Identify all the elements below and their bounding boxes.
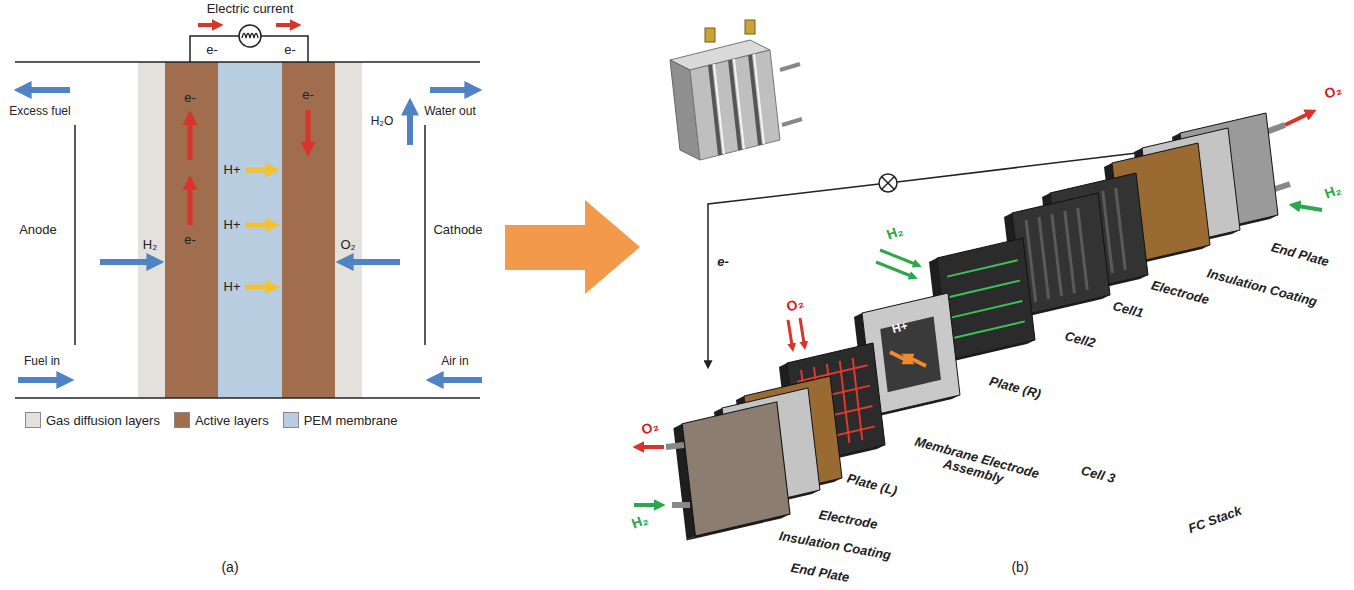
- proton-label: H+: [891, 320, 910, 337]
- legend-text: Active layers: [195, 413, 269, 428]
- gas-label: H₂: [885, 223, 906, 243]
- part-label: End Plate: [790, 561, 851, 585]
- gas-arrows: [634, 114, 1322, 505]
- legend-item: Active layers: [174, 412, 269, 428]
- species-label: O₂: [340, 238, 355, 252]
- electron-label: e-: [302, 88, 314, 102]
- electron-label: e-: [717, 255, 729, 269]
- legend: Gas diffusion layers Active layers PEM mem…: [25, 412, 398, 428]
- flow-arrows: [18, 90, 482, 380]
- group-label: FC Stack: [1186, 504, 1243, 536]
- legend-text: PEM membrane: [304, 413, 398, 428]
- part-label: Insulation Coating: [778, 529, 892, 563]
- part-label: Electrode: [1150, 278, 1211, 307]
- gas-label: H₂: [630, 512, 651, 532]
- part-label: Cell 3: [1079, 464, 1116, 487]
- part-label: Membrane Electrode Assembly: [899, 432, 1051, 498]
- legend-swatch: [25, 412, 41, 428]
- external-circuit: [190, 25, 308, 62]
- legend-item: Gas diffusion layers: [25, 412, 160, 428]
- proton-label: H+: [224, 163, 241, 177]
- gas-label: O₂: [784, 295, 805, 315]
- assembled-stack: [670, 20, 802, 160]
- flow-label: Air in: [441, 355, 468, 368]
- flow-label: Excess fuel: [9, 105, 70, 118]
- species-label: H₂O: [371, 115, 394, 128]
- legend-swatch: [174, 412, 190, 428]
- legend-text: Gas diffusion layers: [46, 413, 160, 428]
- part-label: End Plate: [1270, 240, 1331, 269]
- part-label: Cell1: [1111, 299, 1145, 321]
- proton-label: H+: [224, 280, 241, 294]
- proton-label: H+: [224, 218, 241, 232]
- legend-swatch: [283, 412, 299, 428]
- cell-cross-section: [15, 62, 480, 398]
- exploded-stack: [666, 113, 1290, 540]
- gas-label: H₂: [1323, 182, 1344, 202]
- electron-label: e-: [184, 233, 196, 247]
- gas-label: O₂: [639, 418, 660, 438]
- electron-label: e-: [284, 43, 296, 57]
- part-label: Plate (L): [845, 471, 898, 498]
- species-label: H₂: [143, 238, 157, 252]
- transition-arrow: [505, 200, 640, 294]
- gas-label: O₂: [1322, 82, 1343, 102]
- part-label: Cell2: [1063, 329, 1097, 351]
- flow-label: Fuel in: [24, 355, 60, 368]
- electron-label: e-: [184, 91, 196, 105]
- legend-item: PEM membrane: [283, 412, 398, 428]
- part-label: Plate (R): [988, 374, 1043, 401]
- circuit-label: Electric current: [207, 2, 294, 16]
- panel-label: (a): [221, 560, 238, 575]
- part-label: Electrode: [818, 508, 879, 532]
- electrode-label: Anode: [19, 223, 57, 237]
- electrode-label: Cathode: [433, 223, 482, 237]
- part-label: Insulation Coating: [1205, 266, 1318, 309]
- flow-label: Water out: [424, 105, 476, 118]
- panel-label: (b): [1011, 560, 1028, 575]
- electron-label: e-: [206, 43, 218, 57]
